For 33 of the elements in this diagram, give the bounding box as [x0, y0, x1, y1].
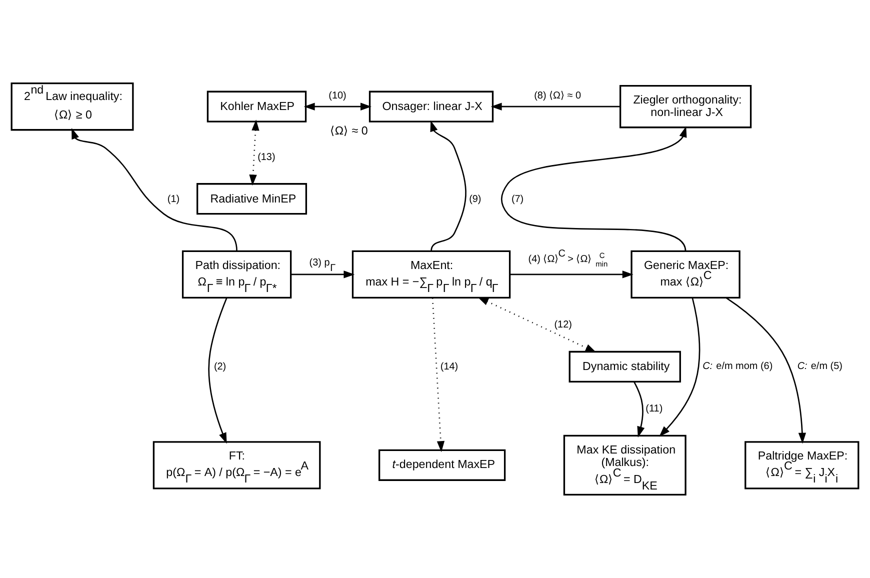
node-label: ⟨Ω⟩ ≈ 0 [330, 124, 368, 138]
arrow [490, 102, 620, 110]
edge-label: (11) [646, 404, 663, 415]
node-box: t-dependent MaxEP [378, 449, 506, 481]
edge-label: (2) [214, 362, 226, 373]
edge-label: (14) [440, 362, 458, 373]
edge-label: (10) [328, 90, 346, 102]
arrow [208, 298, 228, 444]
arrow [478, 296, 596, 353]
edge-label: C: e/m (5) [797, 360, 842, 372]
edge-label: (13) [258, 152, 276, 163]
arrow [432, 298, 445, 452]
node-box: Onsager: linear J-X [368, 90, 494, 122]
edge-label: (8) ⟨Ω⟩ ≈ 0 [534, 90, 582, 102]
arrow [304, 102, 372, 110]
edge-label: C: e/m mom (6) [702, 360, 773, 372]
arrow [633, 381, 645, 438]
arrow [500, 126, 687, 252]
edge-label: (9) [469, 194, 482, 205]
node-box: Ziegler orthogonality: non-linear J-X [619, 84, 752, 128]
arrow [510, 270, 634, 278]
edge-label: (1) [167, 194, 180, 205]
arrow [290, 270, 355, 278]
node-box: Radiative MinEP [196, 183, 308, 215]
node-box: Dynamic stability [568, 350, 681, 382]
arrow [430, 120, 466, 252]
arrow [249, 120, 260, 186]
edge-label: (12) [554, 320, 572, 331]
arrow [72, 128, 238, 252]
arrow [726, 297, 806, 444]
arrow [659, 298, 700, 437]
edge-label: (7) [511, 194, 524, 205]
node-box: Kohler MaxEP [206, 90, 307, 122]
